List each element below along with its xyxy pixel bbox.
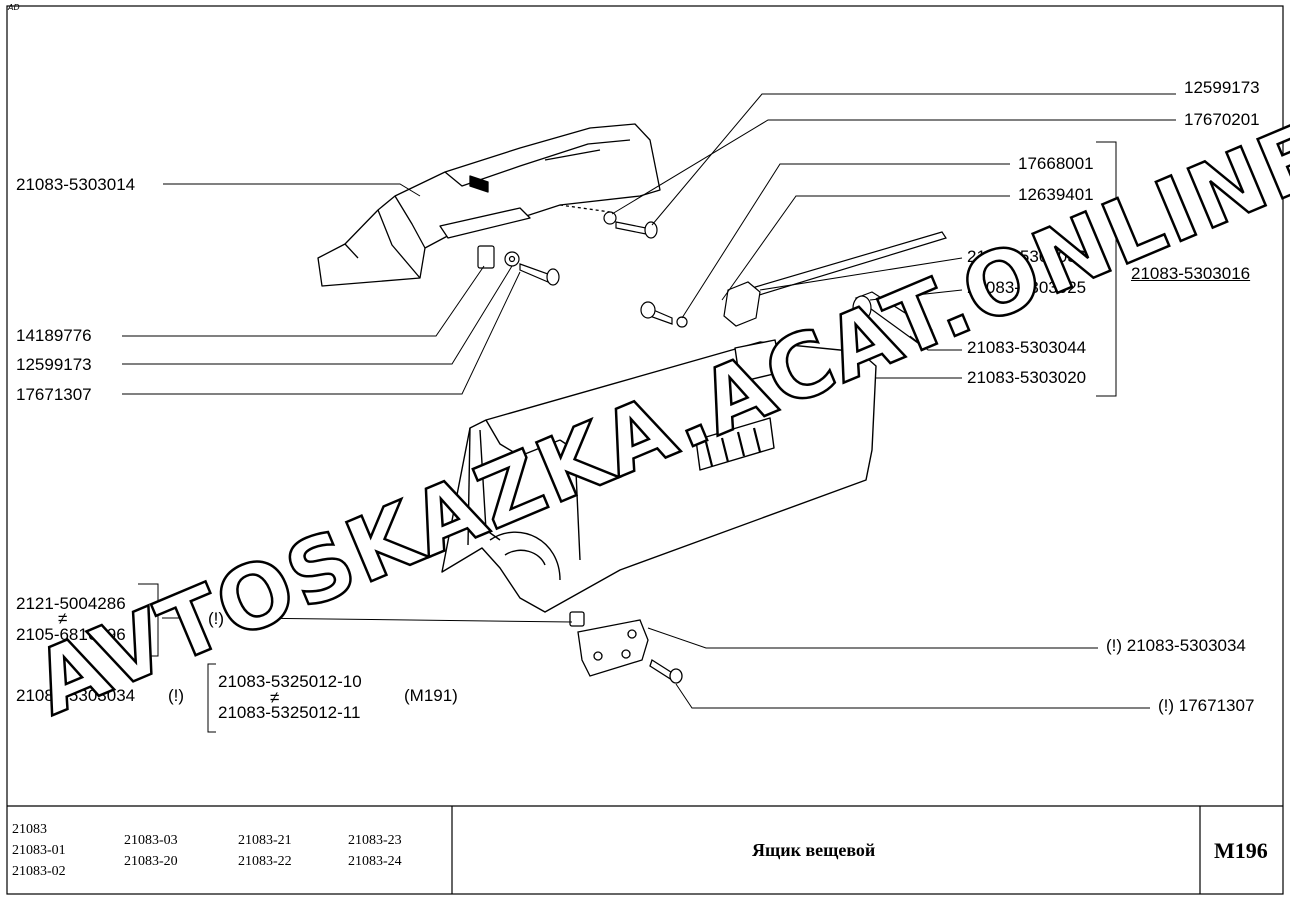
callout-21083-5303016: 21083-5303016 — [1131, 264, 1251, 283]
callout-17668001: 17668001 — [1018, 154, 1094, 173]
not-interchangeable-mark-1: ≠ — [58, 609, 68, 628]
callout-2121-5004286: 2121-5004286 — [16, 594, 126, 613]
callout-excl: (!) — [208, 609, 225, 628]
not-interchangeable-mark-2: ≠ — [270, 688, 280, 707]
callout-12599173-left: 12599173 — [16, 355, 92, 374]
callout-21083-5325012-10: 21083-5325012-10 — [218, 672, 362, 691]
glovebox-lid — [441, 339, 877, 613]
model-21083-02: 21083-02 — [12, 864, 66, 879]
sheet-border — [6, 5, 1284, 895]
callout-21083-5325012-11: 21083-5325012-11 — [218, 703, 361, 722]
corner-mark: AD — [8, 3, 20, 12]
lock-and-rod — [723, 231, 947, 347]
callout-12639401: 12639401 — [1018, 185, 1094, 204]
leader-lines — [122, 93, 1176, 733]
drawing-code: M196 — [1214, 838, 1268, 863]
callout-12599173-top: 12599173 — [1184, 78, 1260, 97]
model-21083: 21083 — [12, 822, 47, 837]
callout-21083-5303056: 21083-5303056 — [967, 247, 1087, 266]
model-21083-21: 21083-21 — [238, 833, 292, 848]
model-21083-22: 21083-22 — [238, 854, 292, 869]
callout-21083-5303025: 21083-5303025 — [967, 278, 1087, 297]
callout-21083-5303020: 21083-5303020 — [967, 368, 1087, 387]
callout-21083-5303044: 21083-5303044 — [967, 338, 1087, 357]
model-21083-03: 21083-03 — [124, 833, 178, 848]
model-21083-01: 21083-01 — [12, 843, 66, 858]
fasteners-upper — [477, 211, 688, 328]
callout-21083-5303034-right: (!) 21083-5303034 — [1106, 636, 1246, 655]
callout-17670201: 17670201 — [1184, 110, 1260, 129]
model-21083-23: 21083-23 — [348, 833, 402, 848]
callout-21083-5303014: 21083-5303014 — [16, 175, 136, 194]
callout-14189776: 14189776 — [16, 326, 92, 345]
callout-17671307-left: 17671307 — [16, 385, 92, 404]
callout-21083-5303034-left: 21083-5303034 — [16, 686, 136, 705]
lower-bracket — [569, 611, 683, 684]
drawing-title: Ящик вещевой — [752, 840, 876, 860]
callout-17671307-right: (!) 17671307 — [1158, 696, 1255, 715]
model-21083-20: 21083-20 — [124, 854, 178, 869]
callout-m191: (M191) — [404, 686, 458, 705]
callout-excl-left: (!) — [168, 686, 185, 705]
upper-housing-part — [317, 123, 661, 287]
callout-2105-6816096: 2105-6816096 — [16, 625, 126, 644]
model-21083-24: 21083-24 — [348, 854, 402, 869]
